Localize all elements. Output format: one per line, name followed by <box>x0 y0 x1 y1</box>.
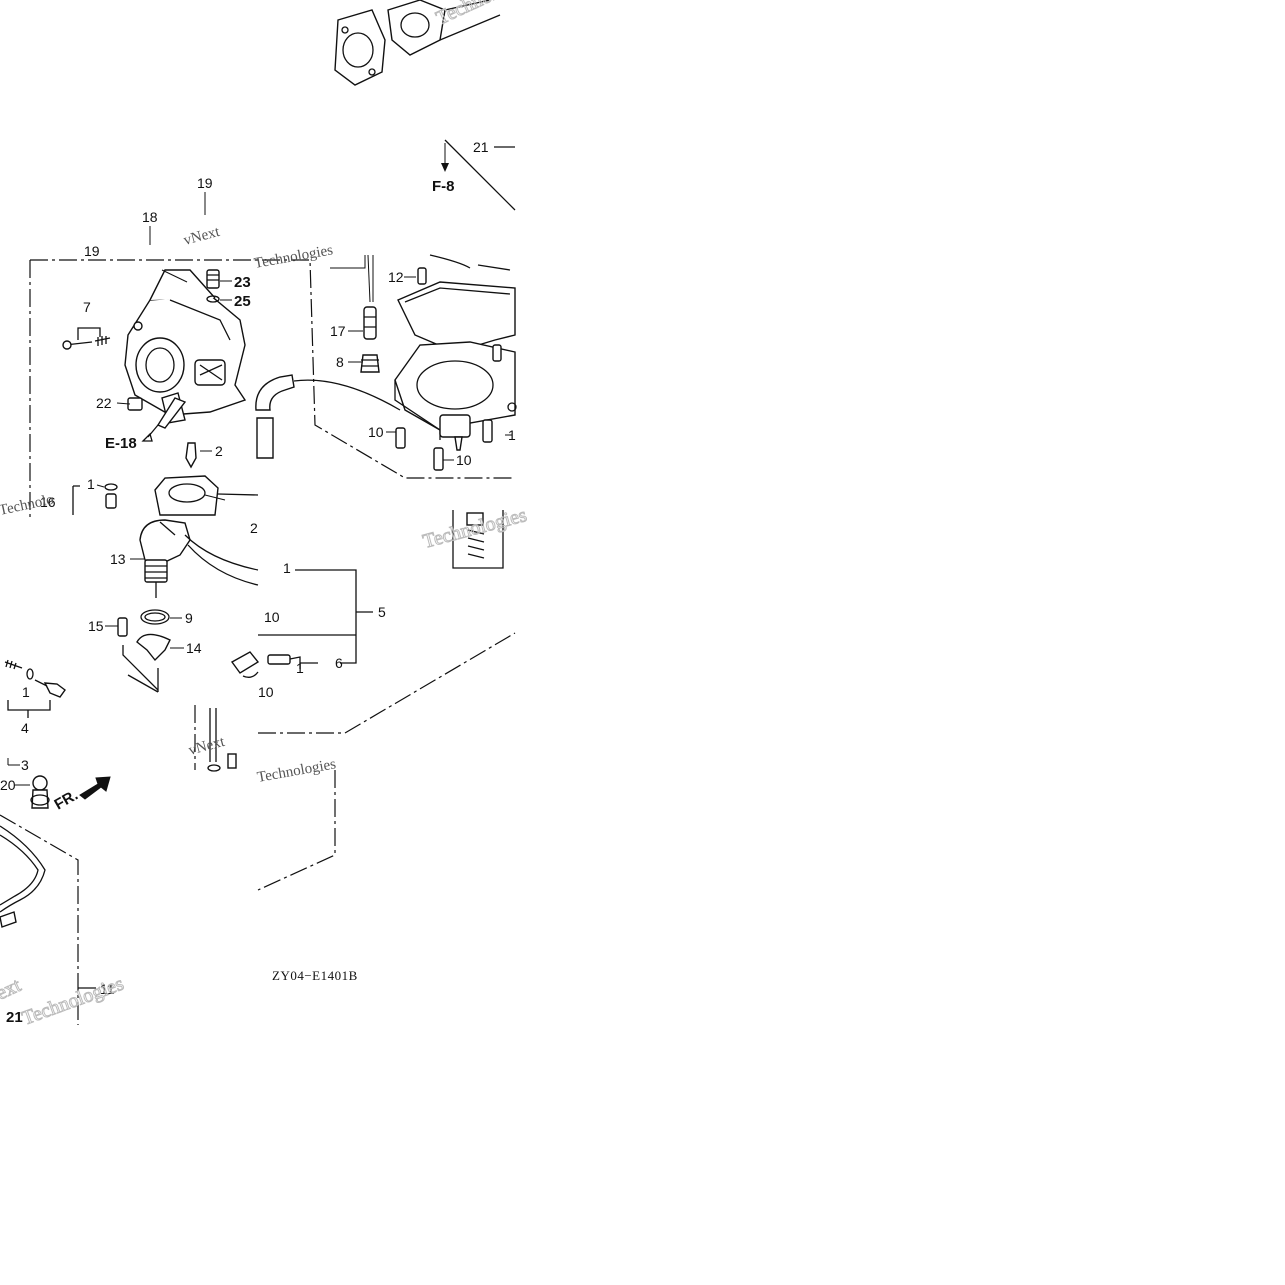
fuel-line-part <box>0 825 96 989</box>
watermark-technologies-e: Technologies <box>433 0 539 30</box>
callout-1-e: 1 <box>296 660 304 676</box>
pilot-screw-set-part <box>4 659 66 718</box>
float-needle-part <box>185 442 197 469</box>
watermark-technologies-b: Technologies <box>421 504 530 553</box>
callout-3: 3 <box>21 757 29 773</box>
intake-insulator-part <box>334 0 501 86</box>
callout-11: 11 <box>100 981 115 997</box>
throttle-stop-screw-part <box>62 327 111 350</box>
float-part <box>154 475 259 516</box>
front-direction-label: FR. <box>52 787 81 814</box>
watermark-technologies: Technologies <box>253 242 334 272</box>
drain-plug-part <box>30 775 50 809</box>
callout-21-b: 21 <box>6 1009 23 1026</box>
idle-screw-set-part <box>230 569 373 678</box>
callout-17: 17 <box>330 323 346 339</box>
carburetor-body-part <box>124 269 247 424</box>
callout-4: 4 <box>21 720 29 736</box>
callout-10: 10 <box>368 424 384 440</box>
watermark-group: vNext Technologies Technologies Technolo… <box>0 0 539 1030</box>
assembly-boundary-lines <box>0 139 516 1025</box>
callout-19: 19 <box>197 175 213 191</box>
callout-1-d: 1 <box>283 560 291 576</box>
pilot-jet-part <box>206 269 220 303</box>
callout-7: 7 <box>83 299 91 315</box>
watermark-technologies-d: Technologies <box>19 973 127 1030</box>
watermark-vnext-b: vNext <box>187 734 227 759</box>
ref-f8: F-8 <box>432 178 455 195</box>
diagram-code: ZY04−E1401B <box>272 968 358 983</box>
float-chamber-bolts <box>395 267 517 471</box>
callout-1: 1 <box>87 476 95 492</box>
callout-20: 20 <box>0 777 16 793</box>
callout-labels: 19 18 19 23 25 7 22 2 1 13 9 15 14 1 4 3… <box>0 139 516 1026</box>
callout-1-c: 1 <box>508 427 516 443</box>
callout-12: 12 <box>388 269 404 285</box>
callout-22: 22 <box>96 395 112 411</box>
vent-tube-part <box>127 397 187 442</box>
vent-pipe-part <box>207 708 237 772</box>
watermark-ext: ext <box>0 974 25 1004</box>
callout-10-b: 10 <box>456 452 472 468</box>
callout-21: 21 <box>473 139 489 155</box>
callout-10-d: 10 <box>258 684 274 700</box>
callout-5: 5 <box>378 604 386 620</box>
float-chamber-part <box>394 254 516 451</box>
watermark-vnext: vNext <box>182 224 222 249</box>
callout-25: 25 <box>234 293 251 310</box>
callout-10-c: 10 <box>264 609 280 625</box>
valve-bracket-part <box>117 617 171 693</box>
solenoid-valve-part <box>139 519 259 598</box>
callout-23: 23 <box>234 274 251 291</box>
callout-2-b: 2 <box>250 520 258 536</box>
front-arrow-icon <box>79 776 111 800</box>
o-ring-part <box>140 609 170 625</box>
callout-16: 16 <box>40 494 56 510</box>
watermark-technologies-c: Technologies <box>256 756 337 786</box>
callout-6: 6 <box>335 655 343 671</box>
callout-1-b: 1 <box>22 684 30 700</box>
callout-9: 9 <box>185 610 193 626</box>
callout-15: 15 <box>88 618 104 634</box>
spring-part <box>452 510 504 569</box>
watermark-technolo: Technolo <box>0 492 55 519</box>
callout-2: 2 <box>215 443 223 459</box>
callout-19-b: 19 <box>84 243 100 259</box>
callout-18: 18 <box>142 209 158 225</box>
fuel-hose-part <box>255 374 401 459</box>
callout-14: 14 <box>186 640 202 656</box>
callout-8: 8 <box>336 354 344 370</box>
ref-e18: E-18 <box>105 435 137 452</box>
callout-13: 13 <box>110 551 126 567</box>
callout-leader-lines <box>7 143 512 786</box>
main-nozzle-part <box>360 254 380 373</box>
drain-screw-part <box>72 483 118 515</box>
